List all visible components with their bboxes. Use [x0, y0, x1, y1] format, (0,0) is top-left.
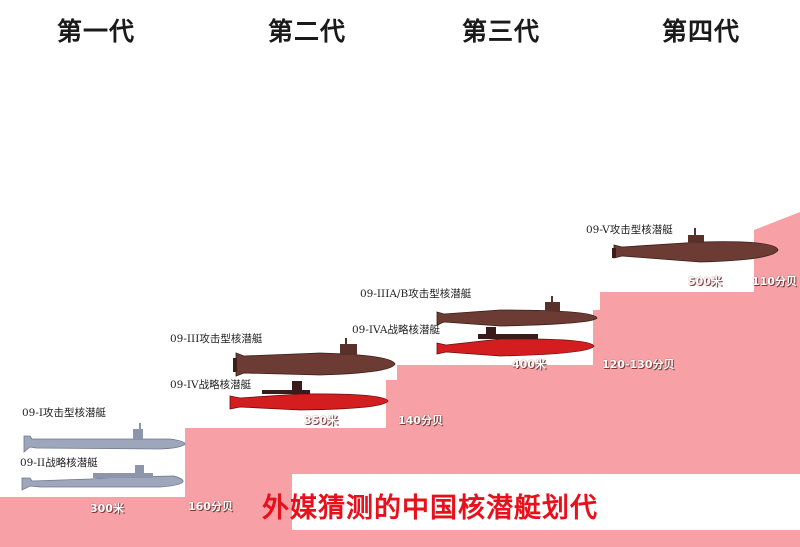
generation-heading-3: 第三代 — [462, 17, 541, 46]
stat-depth-gen2: 350米 — [304, 414, 338, 427]
submarine-09-i — [23, 423, 186, 453]
diagram-title: 外媒猜测的中国核潜艇划代 — [262, 493, 598, 524]
stat-depth-gen3: 400米 — [512, 358, 546, 371]
submarine-09-ii — [21, 465, 184, 491]
label-09-ii: 09-II战略核潜艇 — [20, 457, 98, 469]
label-09-v: 09-V攻击型核潜艇 — [586, 224, 673, 236]
submarine-09-iii — [233, 338, 396, 377]
staircase-ramp — [0, 212, 800, 547]
label-09-iii: 09-III攻击型核潜艇 — [170, 333, 263, 345]
label-09-iv: 09-IV战略核潜艇 — [170, 379, 252, 391]
submarine-09-v — [612, 228, 779, 263]
label-09-iiia-b: 09-IIIA/B攻击型核潜艇 — [360, 288, 472, 300]
stat-noise-gen3: 120-130分贝 — [602, 358, 675, 371]
stat-noise-gen1: 160分贝 — [188, 500, 233, 513]
submarine-09-iv — [229, 381, 389, 411]
generation-heading-4: 第四代 — [662, 17, 741, 46]
stat-noise-gen2: 140分贝 — [398, 414, 443, 427]
generation-heading-2: 第二代 — [268, 17, 347, 46]
stat-noise-gen4: 110分贝 — [752, 275, 797, 288]
title-banner — [292, 474, 800, 530]
submarine-09-iiia-b — [436, 296, 598, 327]
label-09-iva: 09-IVA战略核潜艇 — [352, 324, 441, 336]
stat-depth-gen1: 300米 — [90, 502, 124, 515]
label-09-i: 09-I攻击型核潜艇 — [22, 407, 107, 419]
submarine-09-iva — [436, 327, 595, 357]
stat-depth-gen4: 500米 — [688, 275, 722, 288]
generation-heading-1: 第一代 — [57, 17, 136, 46]
